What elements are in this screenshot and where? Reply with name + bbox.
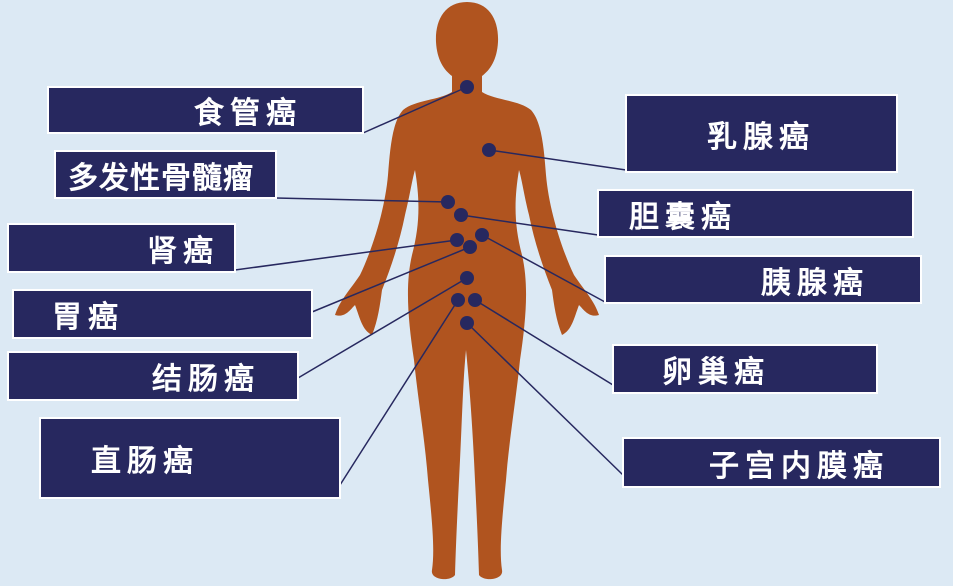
label-text: 胰腺癌 (761, 265, 869, 301)
marker-stomach (463, 240, 477, 254)
marker-rectal (451, 293, 465, 307)
label-endometrial-cancer: 子宫内膜癌 (622, 437, 941, 488)
label-text: 多发性骨髓瘤 (68, 160, 254, 196)
label-kidney-cancer: 肾癌 (7, 223, 236, 273)
marker-pancreatic (475, 228, 489, 242)
leader-line-stomach (311, 246, 471, 313)
label-pancreatic-cancer: 胰腺癌 (604, 255, 922, 304)
marker-ovarian (468, 293, 482, 307)
leader-line-pancreatic (481, 234, 606, 303)
leader-line-rectal (339, 299, 459, 486)
label-text: 直肠癌 (91, 444, 199, 479)
marker-myeloma (441, 195, 455, 209)
leader-line-breast (488, 149, 627, 171)
markers (441, 80, 496, 330)
label-ovarian-cancer: 卵巢癌 (612, 344, 878, 394)
marker-endometrial (460, 316, 474, 330)
marker-esophageal (460, 80, 474, 94)
label-text: 胃癌 (52, 300, 124, 335)
label-gallbladder-cancer: 胆囊癌 (597, 189, 914, 238)
label-colon-cancer: 结肠癌 (7, 351, 299, 401)
leader-line-gallbladder (460, 214, 599, 236)
label-text: 卵巢癌 (662, 355, 770, 390)
label-text: 乳腺癌 (707, 119, 815, 155)
label-stomach-cancer: 胃癌 (12, 289, 313, 339)
leader-line-endometrial (466, 322, 624, 476)
label-text: 食管癌 (194, 96, 302, 131)
marker-breast (482, 143, 496, 157)
label-esophageal-cancer: 食管癌 (47, 86, 364, 134)
leader-lines (234, 86, 627, 486)
marker-kidney (450, 233, 464, 247)
marker-gallbladder (454, 208, 468, 222)
label-text: 胆囊癌 (629, 199, 737, 235)
label-text: 结肠癌 (152, 362, 260, 397)
label-breast-cancer: 乳腺癌 (625, 94, 898, 173)
label-text: 子宫内膜癌 (709, 448, 889, 484)
label-rectal-cancer: 直肠癌 (39, 417, 341, 499)
leader-line-myeloma (275, 197, 449, 203)
label-multiple-myeloma: 多发性骨髓瘤 (54, 150, 277, 199)
label-text: 肾癌 (147, 234, 219, 269)
marker-colon (460, 271, 474, 285)
leader-line-ovarian (474, 299, 614, 386)
leader-line-colon (297, 277, 468, 379)
human-silhouette (335, 2, 599, 580)
leader-line-esophageal (362, 86, 468, 134)
leader-line-kidney (234, 239, 458, 271)
